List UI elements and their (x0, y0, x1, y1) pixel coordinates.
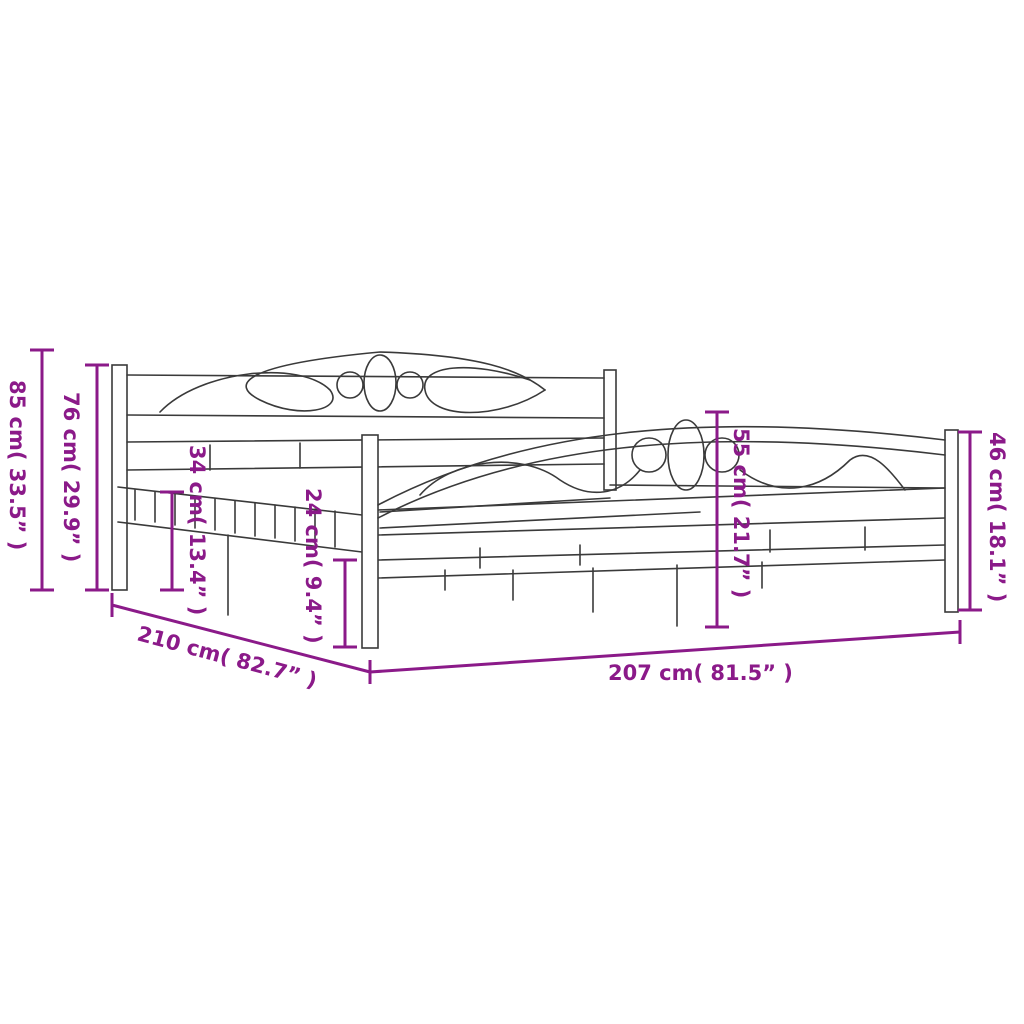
slats (134, 489, 866, 569)
footboard (361, 419, 959, 649)
dimension-lines (30, 348, 982, 684)
footboard-height-label: 55 cm( 21.7” ) (729, 428, 753, 598)
total-height-label: 85 cm( 33.5” ) (5, 380, 29, 550)
width-label: 207 cm( 81.5” ) (608, 661, 793, 685)
support-legs (227, 534, 763, 627)
dimension-labels: 85 cm( 33.5” ) 76 cm( 29.9” ) 34 cm( 13.… (5, 380, 1009, 693)
frame-height-label: 34 cm( 13.4” ) (185, 445, 209, 615)
side-rails (117, 486, 946, 627)
bed-frame-drawing (111, 351, 959, 649)
under-bed-clearance-label: 24 cm( 9.4” ) (301, 488, 325, 644)
headboard-height-label: 76 cm( 29.9” ) (59, 392, 83, 562)
length-label: 210 cm( 82.7” ) (135, 622, 320, 693)
footboard-post-height-label: 46 cm( 18.1” ) (985, 432, 1009, 602)
